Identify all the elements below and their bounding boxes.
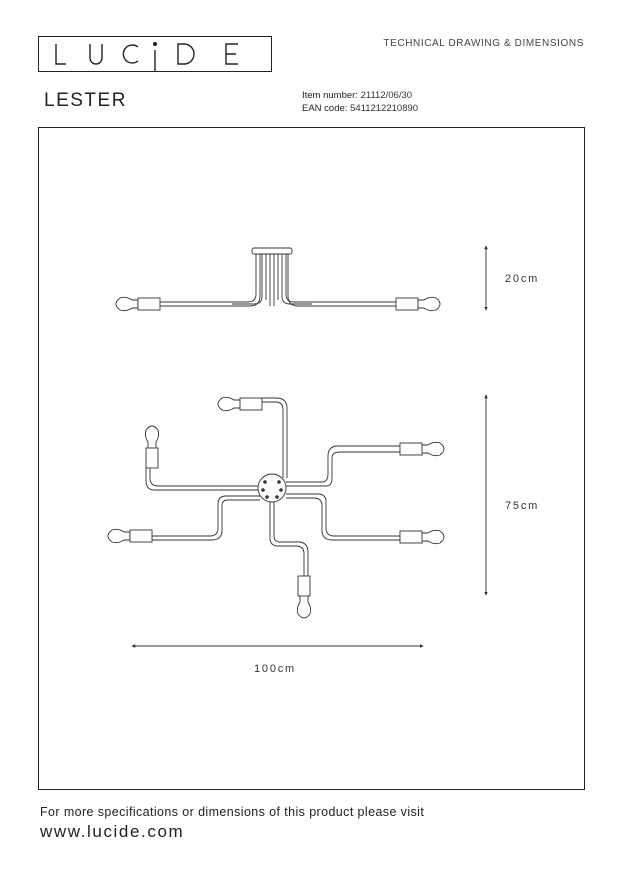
drawing-frame	[38, 127, 585, 790]
socket-upper-left	[145, 447, 159, 469]
socket-right	[395, 297, 419, 311]
bulb-left	[115, 296, 138, 312]
ean-row: EAN code: 5411212210890	[302, 102, 418, 115]
bulb-lower-left	[107, 528, 130, 544]
footer-note: For more specifications or dimensions of…	[40, 805, 425, 819]
item-number-row: Item number: 21112/06/30	[302, 89, 418, 102]
canopy-side	[251, 247, 293, 255]
socket-lower-right	[399, 530, 423, 544]
bulb-upper-left	[144, 425, 160, 448]
depth-dimension-label: 75cm	[505, 500, 540, 512]
bulb-upper-right	[422, 441, 445, 457]
item-number-label: Item number:	[302, 90, 358, 101]
document-type-label: TECHNICAL DRAWING & DIMENSIONS	[383, 38, 584, 49]
socket-upper-right	[399, 442, 423, 456]
socket-lower-left	[129, 529, 153, 543]
item-number-value: 21112/06/30	[360, 90, 413, 101]
socket-top	[239, 397, 263, 411]
socket-left	[137, 297, 161, 311]
bulb-bottom	[296, 596, 312, 619]
ean-label: EAN code:	[302, 103, 348, 114]
product-name: LESTER	[44, 90, 127, 111]
bulb-lower-right	[422, 529, 445, 545]
ean-value: 5411212210890	[350, 103, 419, 114]
socket-bottom	[297, 575, 311, 597]
top-view	[107, 396, 445, 619]
width-dimension-label: 100cm	[254, 663, 297, 675]
bulb-top	[217, 396, 240, 412]
website-link[interactable]: www.lucide.com	[40, 822, 185, 841]
hub	[257, 473, 287, 503]
side-view	[115, 247, 441, 312]
height-dimension-label: 20cm	[505, 273, 540, 285]
bulb-right	[418, 296, 441, 312]
lucide-logo	[38, 36, 272, 72]
product-meta: Item number: 21112/06/30 EAN code: 54112…	[302, 89, 418, 115]
